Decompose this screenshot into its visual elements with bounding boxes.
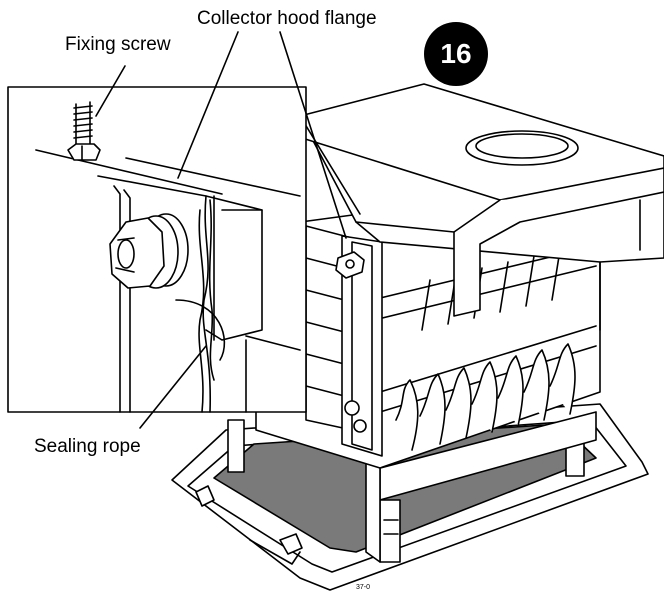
collector-hood (299, 83, 664, 331)
fixing-screw-label: Fixing screw (65, 34, 171, 55)
fixing-screw-leader (95, 65, 126, 117)
leader-lines (95, 31, 347, 429)
boiler-fixing-screw (335, 251, 365, 279)
collector-hood-flange-label: Collector hood flange (197, 8, 377, 29)
inset-fixing-screw (67, 101, 101, 161)
sealing-rope-leader (139, 345, 207, 429)
inset-knob (109, 213, 189, 289)
boiler-stand (227, 411, 597, 563)
collector-hood-flange (341, 235, 383, 457)
sealing-rope-label: Sealing rope (34, 436, 141, 457)
step-number-badge: 16 (424, 22, 488, 86)
flange-leader-boiler (279, 31, 347, 239)
flange-leader-inset (177, 31, 239, 179)
reference-code: 37-0 (356, 584, 371, 591)
